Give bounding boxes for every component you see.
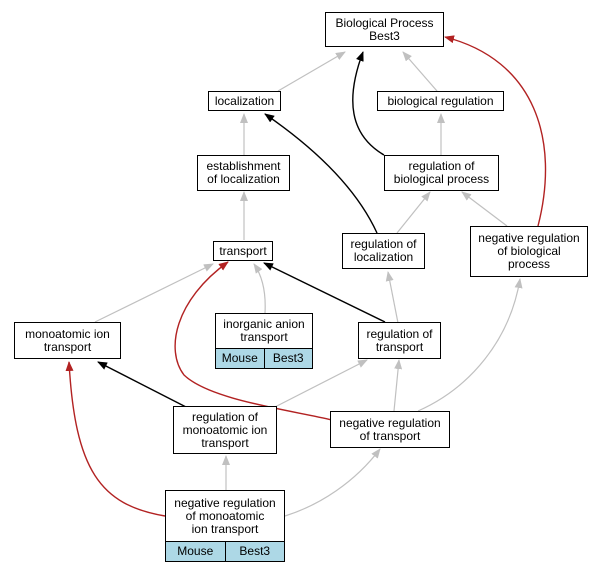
node-regulation-of-biological-process[interactable]: regulation of biological process [384,155,499,191]
edge-maion-to-transport [94,263,214,323]
node-label-line: localization [214,93,275,108]
node-establishment-of-localization[interactable]: establishment of localization [197,155,290,191]
node-biological-process[interactable]: Biological Process Best3 [325,12,444,47]
node-regulation-of-monoatomic-ion-transport[interactable]: regulation of monoatomic ion transport [173,406,277,454]
tag-best3[interactable]: Best3 [224,542,284,561]
node-label-line: transport [375,339,424,354]
node-label-line: negative regulation [478,231,580,245]
edge-inorganic-to-transport [253,263,266,314]
edge-regbp-to-bp-partof [352,51,385,156]
edge-regtransport-to-transport-partof [263,262,386,323]
node-negative-regulation-of-transport[interactable]: negative regulation of transport [330,411,450,448]
tag-mouse[interactable]: Mouse [216,349,264,368]
edge-negregtransport-to-transport-negreg [174,261,333,421]
node-regulation-of-localization[interactable]: regulation of localization [342,233,425,269]
node-biological-regulation[interactable]: biological regulation [377,91,504,111]
node-label-line: of localization [207,172,280,186]
edge-negregbp-to-regbp [461,191,508,227]
edge-negregmaion-to-maion-negreg [65,361,166,517]
node-label: negative regulation of monoatomic ion tr… [166,491,284,541]
node-regulation-of-transport[interactable]: regulation of transport [358,322,441,359]
node-label-line: biological process [393,172,490,186]
edge-negregtransport-to-regtransport [393,359,403,412]
node-label-line: biological regulation [387,93,494,108]
tag-best3[interactable]: Best3 [263,349,312,368]
node-label-line: negative regulation [339,415,441,430]
node-negative-regulation-of-biological-process[interactable]: negative regulation of biological proces… [470,226,588,277]
node-label-line: regulation of [350,237,417,251]
node-label-line: process [507,257,551,271]
edge-regmaion-to-maion-partof [97,361,187,408]
tag-mouse[interactable]: Mouse [166,542,225,561]
node-label-line: transport [240,330,288,344]
node-label-line: negative regulation [174,495,276,510]
node-label-line: transport [219,243,267,258]
tag-row: Mouse Best3 [166,541,284,561]
node-transport[interactable]: transport [213,241,273,261]
node-inorganic-anion-transport[interactable]: inorganic anion transport Mouse Best3 [215,313,313,369]
edge-localization-to-bp [277,51,346,92]
tag-row: Mouse Best3 [216,348,312,368]
node-label-line: inorganic anion [223,317,305,331]
node-label-line: monoatomic ion [182,422,268,437]
edge-regmaion-to-regtransport [272,359,368,409]
edge-regloc-to-localization-partof [264,113,378,234]
edge-negregtransport-to-negregbp [417,278,523,412]
node-label-line: regulation of [366,326,433,341]
node-label-line: of monoatomic [185,508,265,523]
node-label-line: of biological [497,244,561,258]
node-label-line: monoatomic ion [25,326,110,341]
node-label-line: ion transport [191,521,259,536]
node-label-line: of transport [359,428,421,443]
edge-negregmaion-to-negregtransport [284,448,381,517]
node-label-line: Biological Process [335,15,434,30]
node-monoatomic-ion-transport[interactable]: monoatomic ion transport [14,322,121,359]
node-label-line: establishment [206,159,281,173]
node-label-line: transport [201,435,249,450]
node-negative-regulation-of-monoatomic-ion-transport[interactable]: negative regulation of monoatomic ion tr… [165,490,285,562]
edge-regtransport-to-regloc [385,271,399,324]
node-label-line: Best3 [369,28,400,43]
node-label: inorganic anion transport [216,314,312,348]
edge-regloc-to-regbp [396,191,431,234]
node-label-line: localization [353,250,414,264]
node-label-line: regulation of [191,409,259,424]
node-localization[interactable]: localization [208,91,281,111]
edge-negregbp-to-bp-negreg [444,35,547,227]
node-label-line: regulation of [408,159,475,173]
node-label-line: transport [43,339,92,354]
edge-bioreg-to-bp [402,51,438,92]
